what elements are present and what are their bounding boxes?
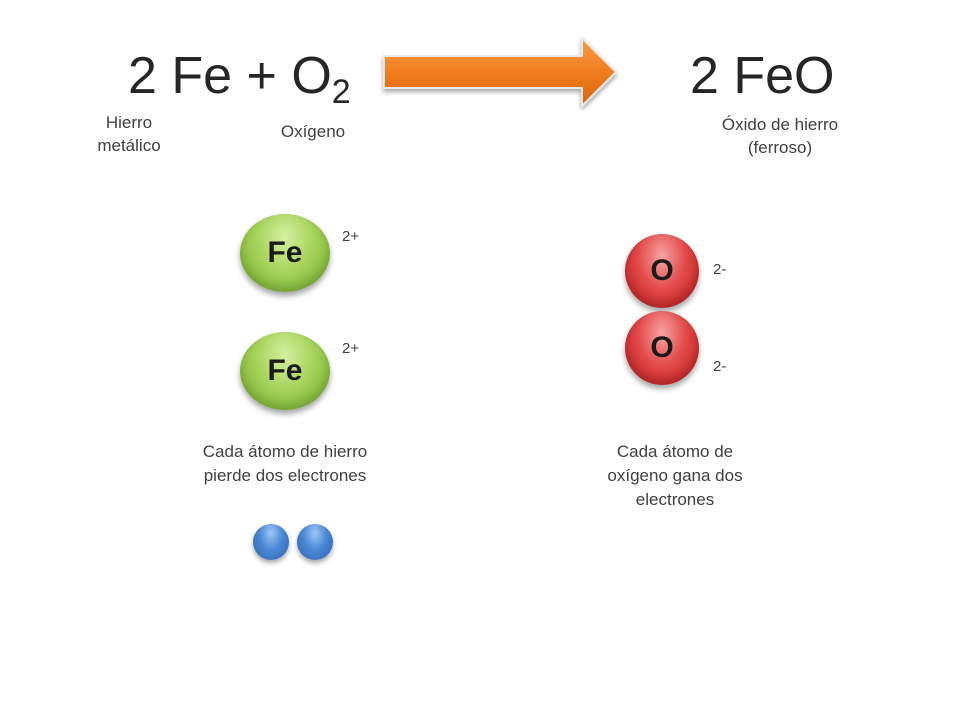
product-formula: 2 FeO bbox=[690, 47, 835, 105]
reaction-arrow bbox=[383, 35, 618, 109]
iron-description: Cada átomo de hierro pierde dos electron… bbox=[202, 442, 368, 485]
iron-atom-2-charge: 2+ bbox=[342, 340, 360, 357]
oxygen-atom-1: O bbox=[625, 234, 699, 308]
iron-metal-label: Hierro metálico bbox=[97, 113, 161, 155]
reactants-formula: 2 Fe + O2 bbox=[128, 50, 351, 109]
iron-oxide-label-line2: (ferroso) bbox=[747, 137, 813, 157]
oxygen-description: Cada átomo de oxígeno gana dos electrone… bbox=[607, 442, 743, 509]
oxygen-label: Oxígeno bbox=[280, 122, 346, 141]
electron-2 bbox=[297, 524, 333, 560]
iron-atom-2: Fe bbox=[240, 332, 330, 410]
oxygen-atom-2: O bbox=[625, 311, 699, 385]
electron-1 bbox=[253, 524, 289, 560]
oxygen-subscript: 2 bbox=[331, 73, 351, 111]
reactants-text: 2 Fe + O bbox=[128, 47, 332, 105]
iron-atom-1-charge: 2+ bbox=[342, 228, 360, 245]
iron-atom-1: Fe bbox=[240, 214, 330, 292]
oxygen-atom-2-charge: 2- bbox=[713, 358, 727, 375]
iron-oxide-label-line1: Óxido de hierro bbox=[721, 115, 839, 134]
oxygen-atom-1-charge: 2- bbox=[713, 261, 727, 278]
iron-oxide-label: Óxido de hierro (ferroso) bbox=[690, 114, 870, 160]
